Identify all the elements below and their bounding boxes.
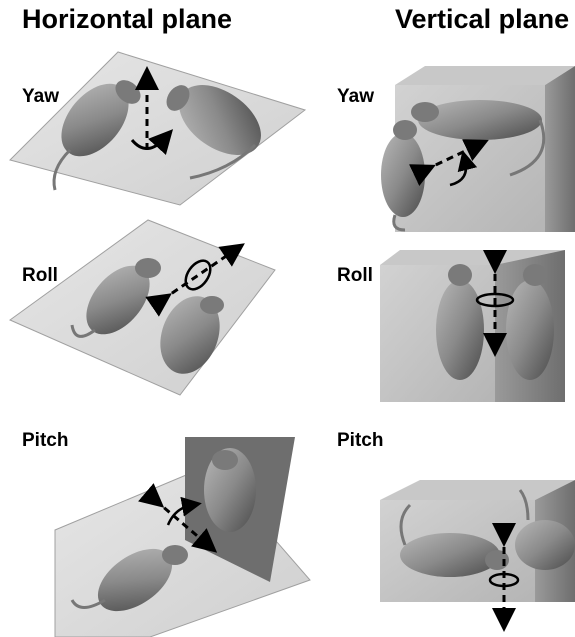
figure-canvas: Horizontal plane Vertical plane Yaw Roll…	[0, 0, 575, 637]
v-pitch-panel	[0, 0, 575, 637]
